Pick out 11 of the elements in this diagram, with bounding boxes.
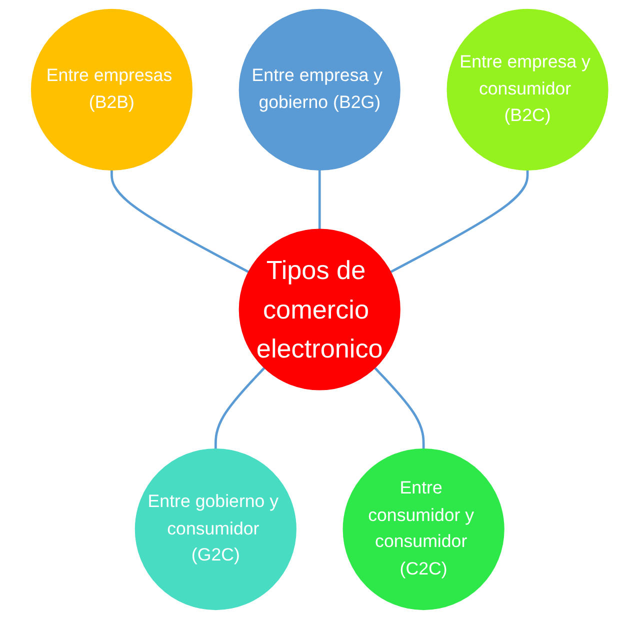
connector	[374, 366, 425, 450]
connector	[390, 170, 529, 274]
connector	[214, 366, 266, 450]
node-circle: Entre empresa y consumidor (B2C)	[446, 8, 608, 170]
node-circle: Entre empresas (B2B)	[30, 8, 192, 170]
node-circle: Entre gobierno y consumidor (G2C)	[134, 448, 296, 610]
node-circle: Entre consumidor y consumidor (C2C)	[342, 448, 504, 610]
connector	[110, 170, 250, 274]
connector	[318, 170, 321, 230]
node-circle: Entre empresa y gobierno (B2G)	[238, 8, 400, 170]
node-circle: Tipos de comercio electronico	[238, 228, 400, 390]
